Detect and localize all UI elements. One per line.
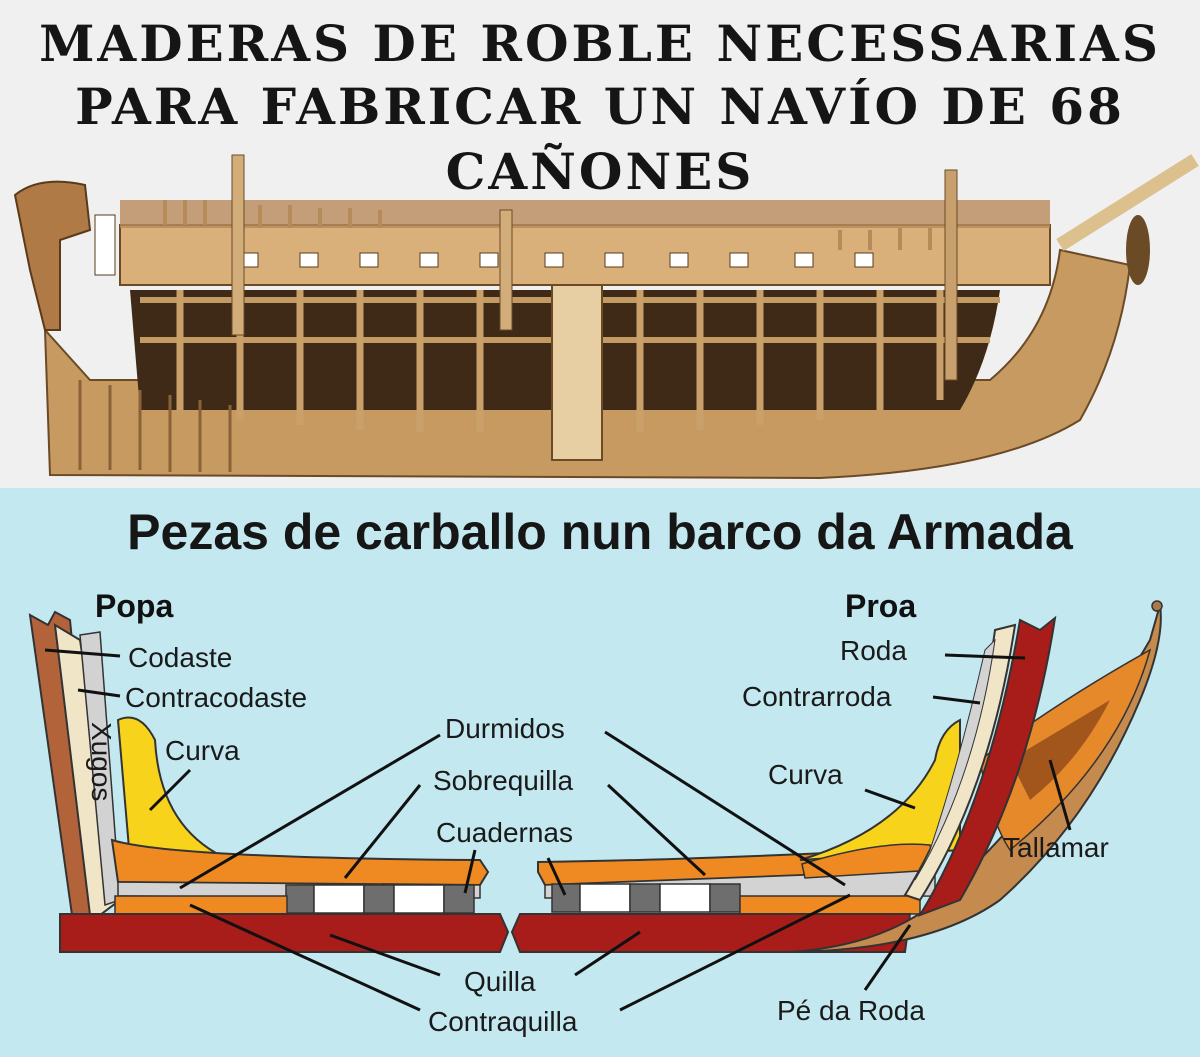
cuadernas-right bbox=[551, 883, 741, 913]
label-contraquilla: Contraquilla bbox=[428, 1006, 578, 1037]
label-durmidos: Durmidos bbox=[445, 713, 565, 744]
label-quilla: Quilla bbox=[464, 966, 536, 997]
label-sobrequilla: Sobrequilla bbox=[433, 765, 574, 796]
quilla-left bbox=[59, 913, 510, 953]
title-line-3: CAÑONES bbox=[445, 142, 755, 201]
cuadernas-left bbox=[285, 884, 475, 914]
label-curva-proa: Curva bbox=[768, 759, 843, 790]
label-proa: Proa bbox=[845, 588, 916, 624]
curva-proa-shape bbox=[799, 718, 961, 861]
roda-shape bbox=[917, 615, 1057, 917]
label-tallamar: Tallamar bbox=[1003, 832, 1109, 863]
label-pe-da-roda: Pé da Roda bbox=[777, 995, 925, 1026]
title-line-1: MADERAS DE ROBLE NECESSARIAS bbox=[39, 14, 1161, 73]
quilla-right bbox=[510, 913, 912, 953]
label-curva-popa: Curva bbox=[165, 735, 240, 766]
label-codaste: Codaste bbox=[128, 642, 232, 673]
label-cuadernas: Cuadernas bbox=[436, 817, 573, 848]
diagram-title: Pezas de carballo nun barco da Armada bbox=[127, 504, 1073, 560]
label-contrarroda: Contrarroda bbox=[742, 681, 892, 712]
label-popa: Popa bbox=[95, 588, 173, 624]
label-roda: Roda bbox=[840, 635, 907, 666]
title-line-2: PARA FABRICAR UN NAVÍO DE 68 bbox=[75, 77, 1125, 136]
label-xugos: Xugos bbox=[86, 722, 117, 801]
ship-model-illustration bbox=[13, 154, 1199, 480]
label-contracodaste: Contracodaste bbox=[125, 682, 307, 713]
